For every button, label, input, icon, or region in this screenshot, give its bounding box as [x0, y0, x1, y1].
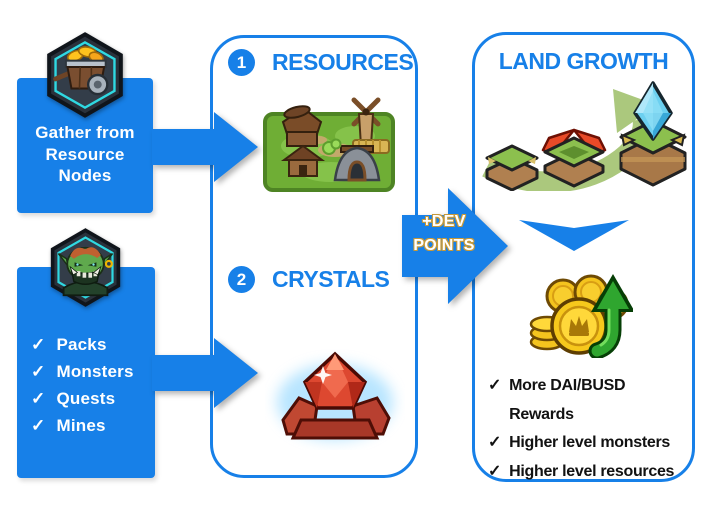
check-icon: ✓: [31, 389, 46, 408]
benefit-label: Higher level monsters: [509, 434, 670, 451]
source-label: Monsters: [56, 362, 134, 381]
resources-crystals-panel: 1 RESOURCES: [210, 35, 418, 478]
sources-check-list: ✓ Packs ✓ Monsters ✓ Quests ✓ Mines: [31, 331, 155, 439]
mine-cart-icon: [44, 32, 126, 123]
dev-points-label-line1: +DEV: [422, 213, 466, 230]
list-item: ✓ Higher level resources: [488, 458, 692, 487]
resources-header: 1 RESOURCES: [228, 49, 414, 76]
gather-line-2: Resource: [45, 144, 125, 164]
gather-box-text: Gather from Resource Nodes: [17, 122, 153, 187]
dev-points-label-line2: POINTS: [413, 237, 475, 254]
source-label: Packs: [56, 335, 107, 354]
benefits-list: ✓ More DAI/BUSD Rewards ✓ Higher level m…: [488, 372, 692, 486]
list-item: ✓ Higher level monsters: [488, 429, 692, 458]
check-icon: ✓: [488, 434, 502, 451]
resources-title: RESOURCES: [272, 49, 414, 75]
crystals-title: CRYSTALS: [272, 266, 390, 292]
step-2-badge: 2: [228, 266, 255, 293]
crystals-header: 2 CRYSTALS: [228, 266, 390, 293]
check-icon: ✓: [31, 416, 46, 435]
land-tiles-growth-illustration: [479, 79, 691, 196]
chevron-down-icon: [519, 220, 629, 257]
check-icon: ✓: [31, 362, 46, 381]
village-illustration: [259, 88, 399, 199]
step-1-badge: 1: [228, 49, 255, 76]
land-growth-title: LAND GROWTH: [498, 48, 669, 74]
gather-line-3: Nodes: [58, 166, 112, 185]
coins-up-arrow-icon: [527, 272, 635, 363]
dev-points-arrow: +DEV POINTS: [402, 188, 508, 304]
right-arrow-icon: [152, 112, 258, 187]
list-item: ✓ Quests: [31, 385, 155, 412]
red-crystal-illustration: [265, 340, 405, 455]
benefit-label: Higher level resources: [509, 462, 675, 480]
list-item: ✓ Monsters: [31, 358, 155, 385]
gather-line-1: Gather from: [35, 123, 135, 142]
benefit-label: More DAI/BUSD Rewards: [509, 377, 626, 423]
check-icon: ✓: [488, 462, 502, 480]
list-item: ✓ More DAI/BUSD Rewards: [488, 372, 692, 429]
check-icon: ✓: [31, 335, 46, 354]
list-item: ✓ Packs: [31, 331, 155, 358]
source-label: Quests: [56, 389, 116, 408]
land-growth-panel: LAND GROWTH: [472, 32, 695, 482]
source-label: Mines: [56, 416, 106, 435]
list-item: ✓ Mines: [31, 412, 155, 439]
orc-icon: [49, 227, 122, 313]
right-arrow-icon: [152, 338, 258, 413]
check-icon: ✓: [488, 377, 502, 394]
